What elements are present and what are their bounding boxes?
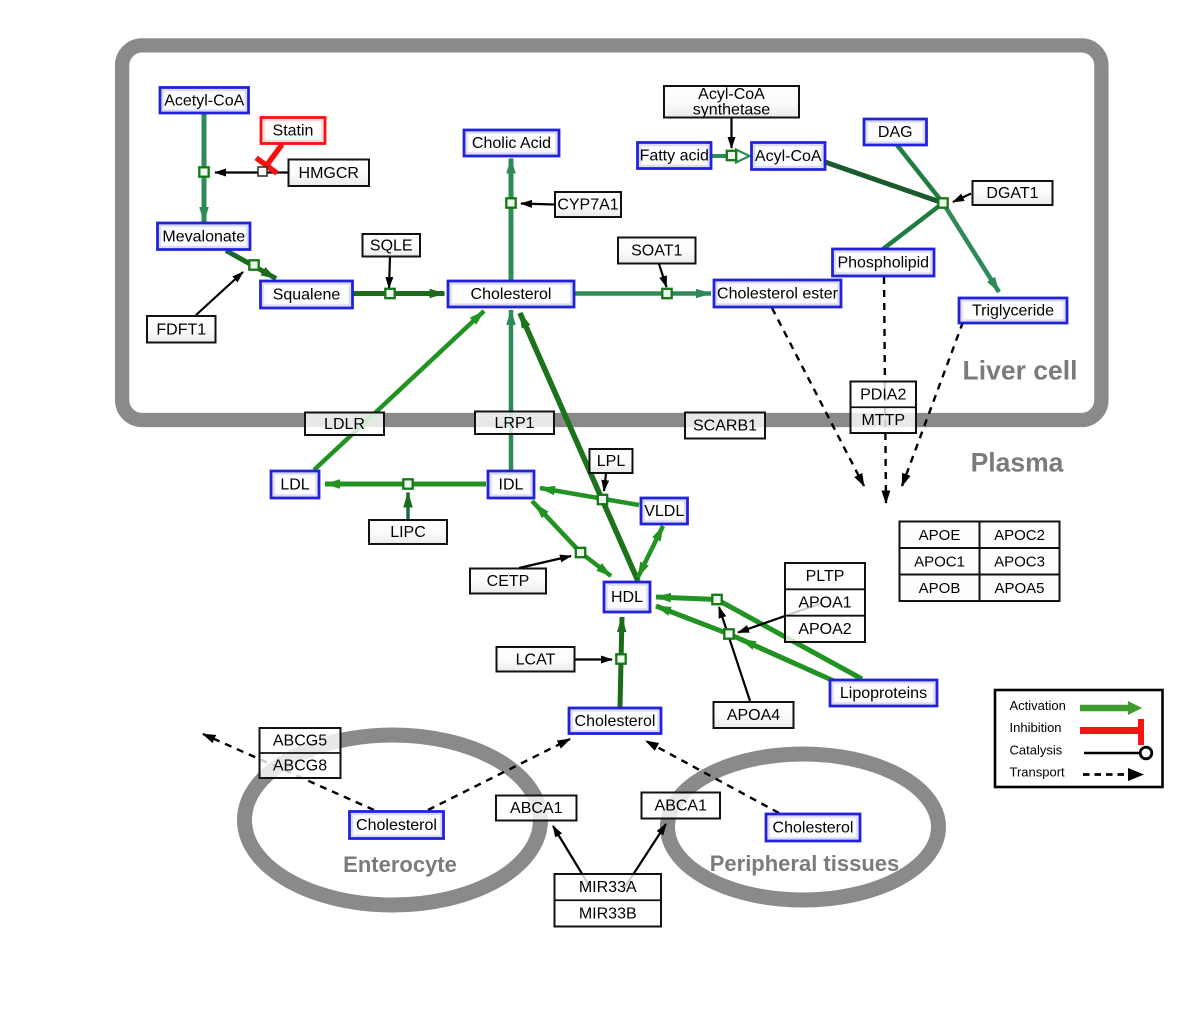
- svg-text:Cholesterol: Cholesterol: [471, 286, 552, 303]
- svg-text:LIPC: LIPC: [390, 524, 426, 541]
- svg-text:DGAT1: DGAT1: [986, 185, 1038, 202]
- svg-text:Squalene: Squalene: [273, 287, 341, 304]
- svg-text:VLDL: VLDL: [644, 503, 684, 520]
- svg-text:Lipoproteins: Lipoproteins: [840, 685, 927, 702]
- svg-text:APOC1: APOC1: [914, 553, 965, 570]
- svg-text:Triglyceride: Triglyceride: [972, 303, 1054, 320]
- svg-text:Cholesterol: Cholesterol: [773, 820, 854, 837]
- svg-text:ABCA1: ABCA1: [655, 798, 708, 815]
- svg-text:ABCG8: ABCG8: [273, 758, 327, 775]
- svg-text:APOA5: APOA5: [994, 580, 1044, 597]
- svg-text:synthetase: synthetase: [693, 102, 770, 119]
- svg-text:Fatty acid: Fatty acid: [640, 148, 709, 165]
- svg-text:Acyl-CoA: Acyl-CoA: [755, 148, 822, 165]
- svg-text:APOA4: APOA4: [727, 707, 780, 724]
- svg-text:CYP7A1: CYP7A1: [557, 197, 618, 214]
- svg-text:Phospholipid: Phospholipid: [837, 255, 929, 272]
- svg-text:Cholic Acid: Cholic Acid: [472, 135, 551, 152]
- svg-text:ABCG5: ABCG5: [273, 733, 327, 750]
- svg-text:Liver cell: Liver cell: [963, 356, 1078, 386]
- svg-text:SOAT1: SOAT1: [631, 243, 682, 260]
- svg-text:APOB: APOB: [919, 580, 961, 597]
- svg-text:Cholesterol: Cholesterol: [575, 713, 656, 730]
- svg-text:Plasma: Plasma: [971, 448, 1064, 478]
- svg-text:ABCA1: ABCA1: [510, 800, 563, 817]
- svg-text:Cholesterol: Cholesterol: [356, 817, 437, 834]
- svg-text:Enterocyte: Enterocyte: [343, 852, 457, 877]
- svg-text:Statin: Statin: [273, 123, 314, 140]
- svg-text:APOC3: APOC3: [994, 553, 1045, 570]
- svg-text:Acyl-CoA: Acyl-CoA: [698, 86, 765, 103]
- svg-text:Peripheral tissues: Peripheral tissues: [710, 851, 900, 876]
- svg-text:Inhibition: Inhibition: [1010, 720, 1062, 735]
- svg-text:FDFT1: FDFT1: [156, 321, 206, 338]
- svg-text:Activation: Activation: [1010, 698, 1066, 713]
- svg-text:Acetyl-CoA: Acetyl-CoA: [164, 92, 244, 109]
- svg-text:PLTP: PLTP: [806, 568, 845, 585]
- svg-text:DAG: DAG: [878, 124, 913, 141]
- svg-text:APOC2: APOC2: [994, 527, 1045, 544]
- svg-text:LCAT: LCAT: [516, 651, 556, 668]
- svg-text:LDL: LDL: [280, 477, 309, 494]
- svg-text:Cholesterol ester: Cholesterol ester: [717, 286, 839, 303]
- svg-text:MIR33B: MIR33B: [579, 905, 637, 922]
- svg-text:SQLE: SQLE: [370, 237, 413, 254]
- svg-text:SCARB1: SCARB1: [693, 418, 757, 435]
- svg-text:PDIA2: PDIA2: [860, 386, 906, 403]
- svg-text:IDL: IDL: [499, 477, 524, 494]
- svg-text:Transport: Transport: [1010, 765, 1066, 780]
- svg-text:APOE: APOE: [919, 527, 961, 544]
- svg-text:HDL: HDL: [611, 589, 643, 606]
- svg-text:Mevalonate: Mevalonate: [162, 228, 245, 245]
- svg-text:LRP1: LRP1: [494, 415, 534, 432]
- svg-text:MIR33A: MIR33A: [579, 879, 637, 896]
- svg-text:APOA1: APOA1: [798, 595, 851, 612]
- svg-text:CETP: CETP: [487, 573, 530, 590]
- svg-text:MTTP: MTTP: [861, 412, 905, 429]
- svg-text:LDLR: LDLR: [324, 416, 365, 433]
- svg-text:APOA2: APOA2: [798, 621, 851, 638]
- svg-text:Catalysis: Catalysis: [1010, 743, 1063, 758]
- svg-text:HMGCR: HMGCR: [299, 165, 359, 182]
- svg-text:LPL: LPL: [597, 453, 626, 470]
